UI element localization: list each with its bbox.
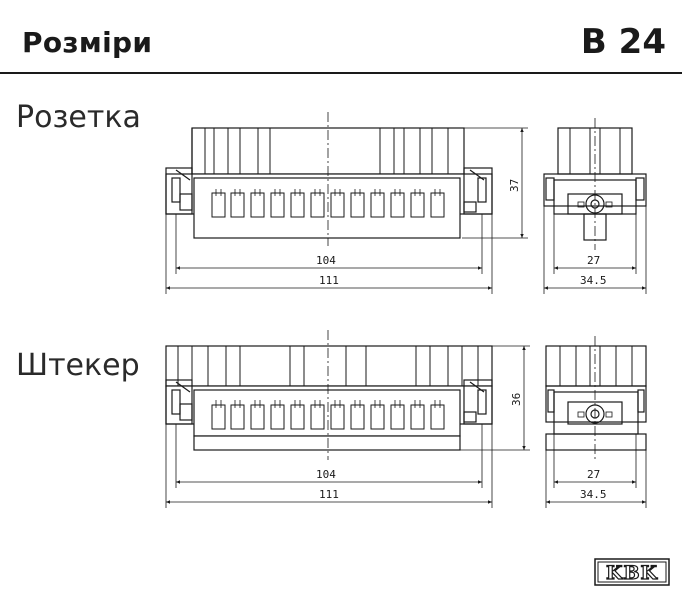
logo-text: KBK (606, 562, 659, 584)
plug-dim-outer-width: 111 (319, 488, 339, 501)
plug-dim-height: 36 (510, 393, 523, 406)
plug-side-dim-inner: 27 (587, 468, 600, 481)
header-rule (0, 72, 682, 74)
plug-dim-inner-width: 104 (316, 468, 336, 481)
socket-dim-inner-width: 104 (316, 254, 336, 267)
socket-side-dim-outer: 34.5 (580, 274, 607, 287)
kbk-logo: KBK (594, 558, 670, 586)
header: Розміри B 24 (0, 0, 682, 74)
socket-side-dim-inner: 27 (587, 254, 600, 267)
plug-side-dim-outer: 34.5 (580, 488, 607, 501)
socket-dim-outer-width: 111 (319, 274, 339, 287)
socket-side-view (543, 118, 647, 250)
plug-side-dimensions (545, 434, 647, 508)
section-label-socket: Розетка (16, 100, 141, 135)
product-code: B 24 (580, 22, 666, 62)
socket-side-dimensions (543, 206, 647, 294)
page-title: Розміри (22, 26, 153, 59)
plug-front-view (165, 330, 493, 460)
section-label-plug: Штекер (16, 348, 140, 383)
socket-dimensions (165, 127, 528, 294)
plug-side-view (545, 336, 647, 462)
socket-dim-height: 37 (508, 179, 521, 192)
socket-front-view (165, 112, 493, 246)
plug-dimensions (165, 345, 530, 508)
